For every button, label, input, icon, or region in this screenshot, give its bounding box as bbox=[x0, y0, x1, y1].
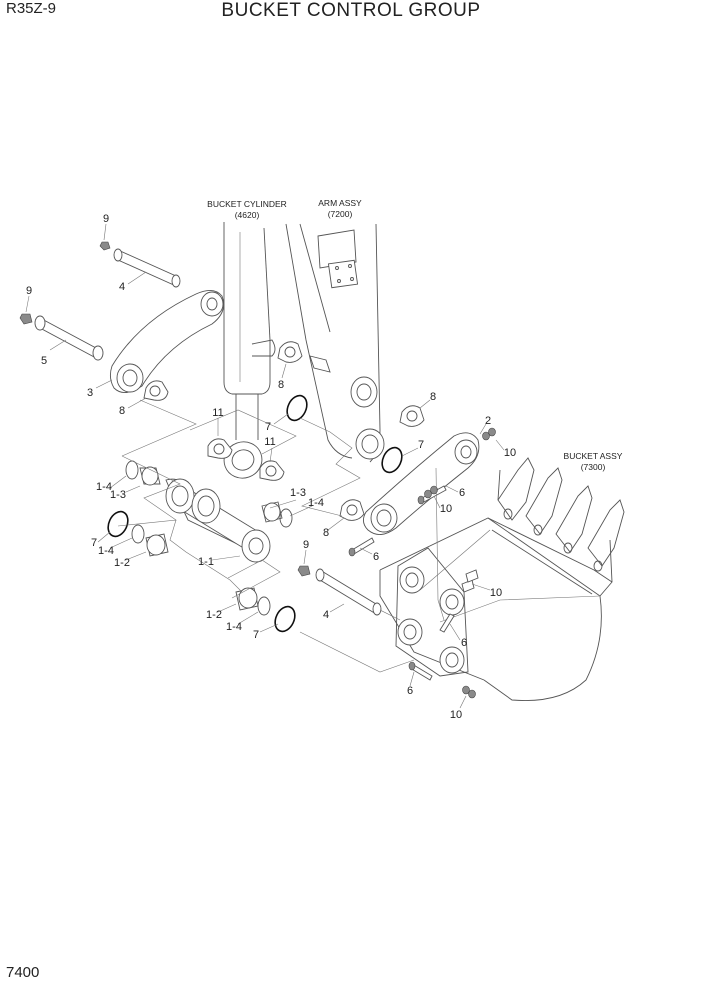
callout-7: 7 bbox=[265, 421, 271, 433]
callout-6: 6 bbox=[407, 685, 413, 697]
page-title: BUCKET CONTROL GROUP bbox=[221, 0, 481, 21]
callout-8: 8 bbox=[119, 405, 125, 417]
bucket-cylinder-label: BUCKET CYLINDER bbox=[207, 199, 287, 209]
bolts-nuts-parts-6-10 bbox=[348, 427, 496, 699]
callout-1-4: 1-4 bbox=[98, 545, 114, 557]
pin-part-4-lower bbox=[297, 565, 382, 616]
callout-5: 5 bbox=[41, 355, 47, 367]
link-part-3 bbox=[109, 290, 225, 393]
callout-1-1: 1-1 bbox=[198, 556, 214, 568]
shims-part-11 bbox=[207, 438, 285, 481]
callout-9: 9 bbox=[103, 213, 109, 225]
washers-part-8 bbox=[143, 341, 425, 521]
callout-1-3: 1-3 bbox=[290, 487, 306, 499]
callout-4: 4 bbox=[119, 281, 125, 293]
callout-1-2: 1-2 bbox=[206, 609, 222, 621]
callout-6: 6 bbox=[373, 551, 379, 563]
bucket-assy-label: BUCKET ASSY bbox=[564, 451, 623, 461]
callout-10: 10 bbox=[504, 447, 516, 459]
callout-leader-lines bbox=[25, 223, 505, 709]
callout-1-4: 1-4 bbox=[226, 621, 242, 633]
bucket-assy-drawing bbox=[379, 457, 625, 701]
callout-6: 6 bbox=[461, 637, 467, 649]
assembly-guide-lines bbox=[117, 399, 445, 673]
bucket-cylinder-code: (4620) bbox=[235, 210, 260, 220]
callout-1-4: 1-4 bbox=[308, 497, 324, 509]
page-number: 7400 bbox=[6, 964, 40, 981]
callout-9: 9 bbox=[303, 539, 309, 551]
callout-10: 10 bbox=[440, 503, 452, 515]
callout-7: 7 bbox=[418, 439, 424, 451]
callout-4: 4 bbox=[323, 609, 329, 621]
bucket-cylinder-drawing bbox=[223, 222, 276, 479]
callout-11: 11 bbox=[264, 436, 275, 448]
arm-assy-label: ARM ASSY bbox=[318, 198, 362, 208]
link-part-2 bbox=[363, 432, 480, 535]
callout-8: 8 bbox=[430, 391, 436, 403]
link-assembly-part-1-1 bbox=[125, 460, 293, 616]
arm-assy-drawing bbox=[285, 223, 385, 463]
callout-10: 10 bbox=[490, 587, 502, 599]
callout-2: 2 bbox=[485, 415, 491, 427]
callout-3: 3 bbox=[87, 387, 93, 399]
callout-1-4: 1-4 bbox=[96, 481, 112, 493]
bucket-assy-code: (7300) bbox=[581, 462, 606, 472]
callout-8: 8 bbox=[278, 379, 284, 391]
arm-assy-code: (7200) bbox=[328, 209, 353, 219]
pin-part-4-upper bbox=[99, 241, 181, 288]
pin-part-5 bbox=[19, 313, 104, 361]
callout-8: 8 bbox=[323, 527, 329, 539]
callout-9: 9 bbox=[26, 285, 32, 297]
callout-10: 10 bbox=[450, 709, 462, 721]
callout-1-3: 1-3 bbox=[110, 489, 126, 501]
callout-6: 6 bbox=[459, 487, 465, 499]
model-code: R35Z-9 bbox=[6, 0, 57, 17]
callout-11: 11 bbox=[212, 407, 223, 419]
callout-1-2: 1-2 bbox=[114, 557, 130, 569]
callout-7: 7 bbox=[253, 629, 259, 641]
callout-7: 7 bbox=[91, 537, 97, 549]
o-rings-part-7 bbox=[107, 394, 403, 633]
